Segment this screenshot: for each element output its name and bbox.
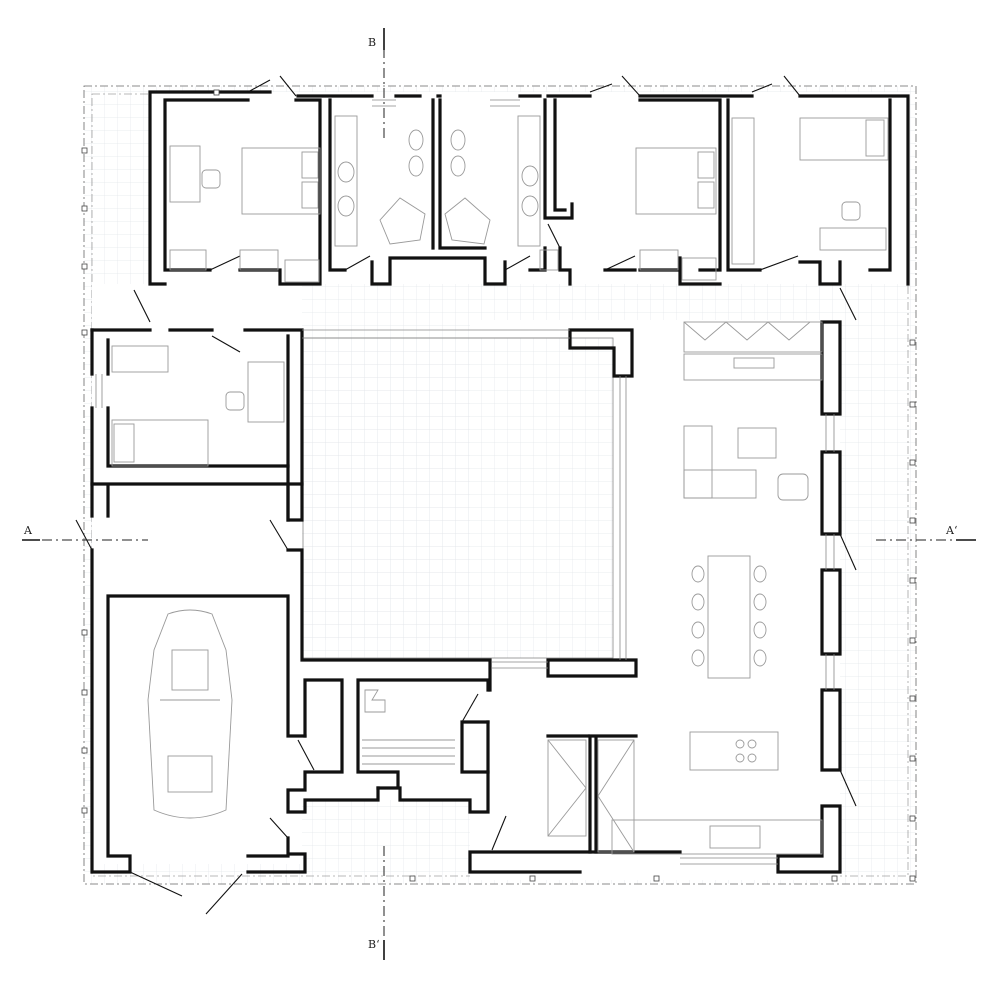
stair-core	[356, 678, 490, 814]
section-label-a-prime: A‘	[945, 524, 957, 537]
courtyard	[302, 337, 614, 659]
car-icon	[147, 609, 233, 819]
north-wing-walls	[148, 90, 910, 286]
door-swings	[75, 75, 857, 915]
windows	[95, 99, 835, 865]
west-wing-walls	[90, 328, 492, 874]
bathroom-fixtures	[334, 115, 541, 247]
perimeter-markers	[81, 89, 916, 882]
section-label-b: B	[368, 36, 376, 49]
section-cut-lines	[22, 28, 976, 960]
living-furniture	[547, 321, 823, 855]
section-label-b-prime: B‘	[368, 938, 380, 951]
section-label-a: A	[23, 524, 33, 537]
interior-fill	[92, 92, 910, 880]
bedroom-furniture	[111, 117, 889, 467]
east-wing-walls	[468, 320, 842, 874]
